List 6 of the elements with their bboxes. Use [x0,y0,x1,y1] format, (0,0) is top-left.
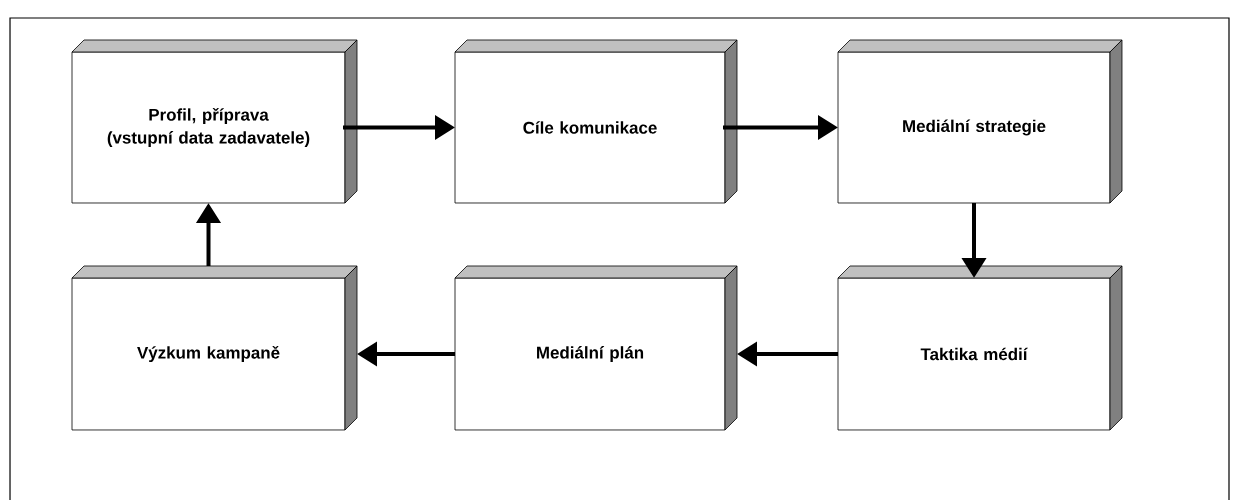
box-3d: Výzkum kampaně [71,265,358,431]
box-3d: Mediální plán [454,265,738,431]
box-3d: Cíle komunikace [454,39,738,204]
box-3d: Taktika médií [837,265,1123,431]
box-3d: Mediální strategie [837,39,1123,204]
box-3d: Profil, příprava (vstupní data zadavatele) [71,39,358,204]
